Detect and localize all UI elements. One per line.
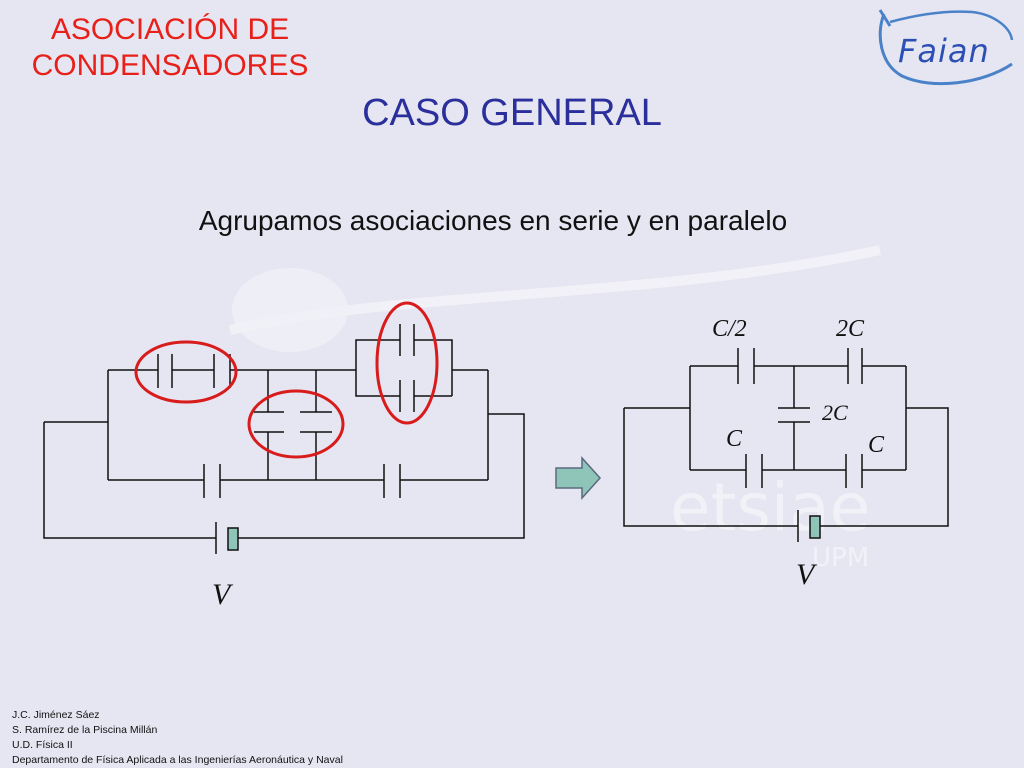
battery-cell-icon [227,527,239,551]
highlight-parallel-ellipse [247,389,345,459]
left-voltage-label: V [212,578,234,611]
highlight-ellipses [134,301,439,459]
footer-line: J.C. Jiménez Sáez [12,709,100,721]
watermark-globe-icon [232,268,348,352]
right-wire-outer-right [820,407,949,527]
slide-title-line2: CONDENSADORES [31,49,309,82]
label-c-bottom-left: C [726,426,743,452]
left-wire-outer [43,422,216,539]
label-c-half: C/2 [712,316,747,342]
label-2c-top: 2C [836,316,865,342]
watermark-swoosh [228,245,882,335]
slide-title: ASOCIACIÓN DE CONDENSADORES [0,12,340,84]
label-c-bottom-right: C [868,432,885,458]
footer-line: S. Ramírez de la Piscina Millán [12,724,158,736]
left-wire-outer-right [238,413,525,539]
footer-line: U.D. Física II [12,739,73,751]
right-circuit [623,348,949,542]
label-2c-middle: 2C [822,400,848,425]
etsiae-watermark: etsiae UPM [228,245,882,573]
slide-title-line1: ASOCIACIÓN DE [50,13,290,46]
left-circuit [43,324,525,554]
slide-heading: CASO GENERAL [362,92,662,134]
slide-subtitle: Agrupamos asociaciones en serie y en par… [198,205,788,236]
highlight-box-ellipse [375,301,439,425]
footer-line: Departamento de Física Aplicada a las In… [12,754,343,766]
highlight-series-ellipse [134,340,238,404]
faian-logo: Faian [872,4,1020,96]
battery-cell-icon [809,515,821,539]
watermark-text: etsiae [670,469,870,546]
footer-credits: J.C. Jiménez Sáez S. Ramírez de la Pisci… [12,708,343,768]
right-circuit-labels: C/2 2C 2C C C V [712,316,885,591]
watermark-subtext: UPM [812,543,869,573]
right-voltage-label: V [796,558,818,591]
right-arrow-icon [555,456,602,500]
right-wire-outer [623,408,798,527]
logo-swoosh-icon [878,9,1014,86]
logo-text: Faian [898,32,990,70]
